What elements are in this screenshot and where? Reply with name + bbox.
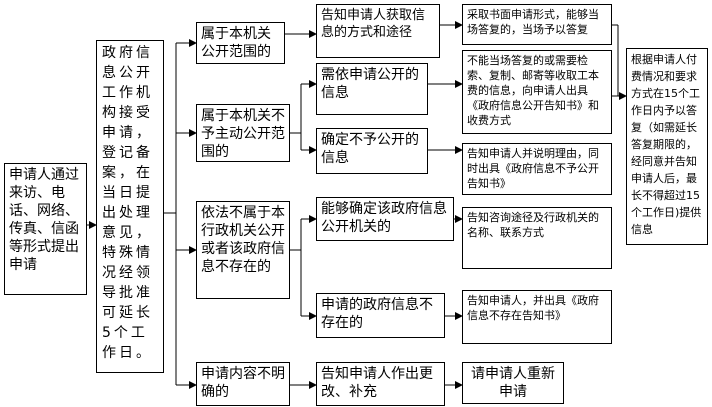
nonexist-notice-box: 告知申请人，并出具《政府信息不存在告知书》 (462, 290, 612, 344)
nonexist-notice-text: 告知申请人，并出具《政府信息不存在告知书》 (467, 294, 599, 322)
not-public-text: 确定不予公开的信息 (321, 132, 419, 166)
fee-notice-box: 不能当场答复的或需要检索、复制、邮寄等收取工本费的信息，向申请人出具《政府信息公… (462, 50, 612, 134)
need-apply-text: 需依申请公开的信息 (321, 67, 419, 101)
reapply-box: 请申请人重新申请 (462, 362, 564, 404)
not-exist-text: 申请的政府信息不存在的 (321, 297, 433, 331)
category-non-public-text: 属于本机关不予主动公开范围的 (201, 108, 285, 160)
not-exist-box: 申请的政府信息不存在的 (316, 293, 445, 338)
start-text: 申请人通过来访、电话、网络、传真、信函等形式提出申请 (9, 167, 79, 273)
category-not-ours-box: 依法不属于本行政机关公开或者该政府信息不存在的 (196, 201, 290, 299)
can-confirm-text: 能够确定该政府信息公开机关的 (321, 201, 447, 235)
not-public-box: 确定不予公开的信息 (316, 128, 428, 174)
refuse-notice-box: 告知申请人并说明理由，同时出具《政府信息不予公开告知书》 (462, 143, 612, 195)
intake-box: 政府信息公开工作机构接受申请，登记备案，在当日提出处理意见，特殊情况经领导批准可… (96, 40, 164, 373)
final-box: 根据申请人付费情况和要求方式在15个工作日内予以答复（如需延长答复期限的，经同意… (626, 48, 708, 245)
category-public-text: 属于本机关公开范围的 (201, 26, 271, 60)
final-text: 根据申请人付费情况和要求方式在15个工作日内予以答复（如需延长答复期限的，经同意… (631, 53, 702, 236)
reapply-text: 请申请人重新申请 (471, 366, 555, 400)
start-box: 申请人通过来访、电话、网络、传真、信函等形式提出申请 (4, 163, 87, 295)
written-reply-box: 采取书面申请形式，能够当场答复的，当场予以答复 (462, 4, 612, 45)
category-unclear-box: 申请内容不明确的 (196, 362, 290, 406)
refuse-notice-text: 告知申请人并说明理由，同时出具《政府信息不予公开告知书》 (467, 147, 599, 190)
notify-method-text: 告知申请人获取信息的方式和途径 (321, 8, 426, 40)
fee-notice-text: 不能当场答复的或需要检索、复制、邮寄等收取工本费的信息，向申请人出具《政府信息公… (467, 54, 599, 127)
notify-method-box: 告知申请人获取信息的方式和途径 (316, 4, 440, 58)
agency-notice-text: 告知咨询途径及行政机关的名称、联系方式 (467, 211, 599, 239)
intake-text: 政府信息公开工作机构接受申请，登记备案，在当日提出处理意见，特殊情况经领导批准可… (102, 45, 153, 361)
written-reply-text: 采取书面申请形式，能够当场答复的，当场予以答复 (467, 8, 599, 36)
category-non-public-box: 属于本机关不予主动公开范围的 (196, 104, 290, 162)
category-unclear-text: 申请内容不明确的 (201, 366, 285, 400)
agency-notice-box: 告知咨询途径及行政机关的名称、联系方式 (462, 207, 612, 269)
category-public-box: 属于本机关公开范围的 (196, 22, 285, 64)
need-apply-box: 需依申请公开的信息 (316, 63, 428, 115)
can-confirm-box: 能够确定该政府信息公开机关的 (316, 197, 454, 241)
notify-fix-box: 告知申请人作出更改、补充 (316, 362, 445, 406)
notify-fix-text: 告知申请人作出更改、补充 (321, 366, 433, 400)
category-not-ours-text: 依法不属于本行政机关公开或者该政府信息不存在的 (201, 205, 285, 275)
